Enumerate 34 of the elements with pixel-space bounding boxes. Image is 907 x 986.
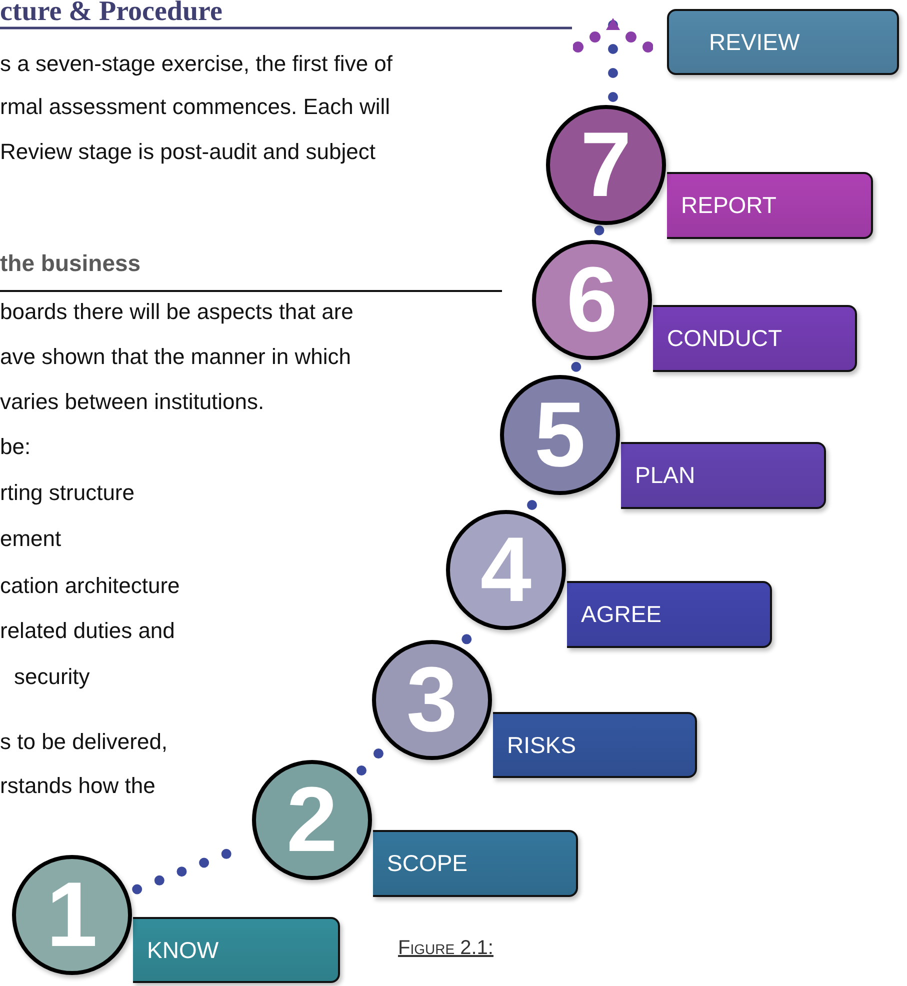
step-bar: RISKS: [493, 712, 697, 778]
figure-caption: Figure 2.1:: [398, 937, 494, 960]
step-number-circle: 7: [546, 105, 666, 225]
body-text: boards there will be aspects that are: [0, 301, 354, 323]
body-text: Review stage is post-audit and subject: [0, 141, 376, 163]
body-text: ave shown that the manner in which: [0, 346, 351, 368]
body-text: rting structure: [0, 482, 134, 504]
step-bar: REPORT: [667, 172, 873, 239]
body-text: rstands how the: [0, 775, 156, 797]
section-title: cture & Procedure: [0, 0, 222, 26]
body-text: s a seven-stage exercise, the first five of: [0, 53, 393, 75]
step-bar: AGREE: [567, 581, 772, 648]
body-text: rmal assessment commences. Each will: [0, 96, 390, 118]
step-number-circle: 2: [252, 760, 372, 880]
step-bar: PLAN: [621, 442, 826, 509]
step-bar: REVIEW: [667, 9, 899, 75]
step-number-circle: 4: [446, 510, 566, 630]
step-number-circle: 5: [500, 375, 620, 495]
body-text: ement: [0, 528, 62, 550]
step-number-circle: 3: [372, 640, 492, 760]
body-text: related duties and: [0, 620, 175, 642]
body-text: s to be delivered,: [0, 731, 168, 753]
body-text: cation architecture: [0, 575, 180, 597]
step-number-circle: 1: [12, 855, 132, 975]
body-text: security: [14, 666, 90, 688]
section-heading: the business: [0, 252, 141, 275]
step-bar: CONDUCT: [653, 305, 857, 372]
body-text: be:: [0, 436, 31, 458]
step-bar: SCOPE: [373, 830, 578, 897]
dotted-connector: [570, 362, 582, 374]
step-bar: KNOW: [133, 917, 340, 983]
step-number-circle: 6: [532, 240, 652, 360]
body-text: varies between institutions.: [0, 391, 264, 413]
dotted-connector: [572, 18, 654, 102]
